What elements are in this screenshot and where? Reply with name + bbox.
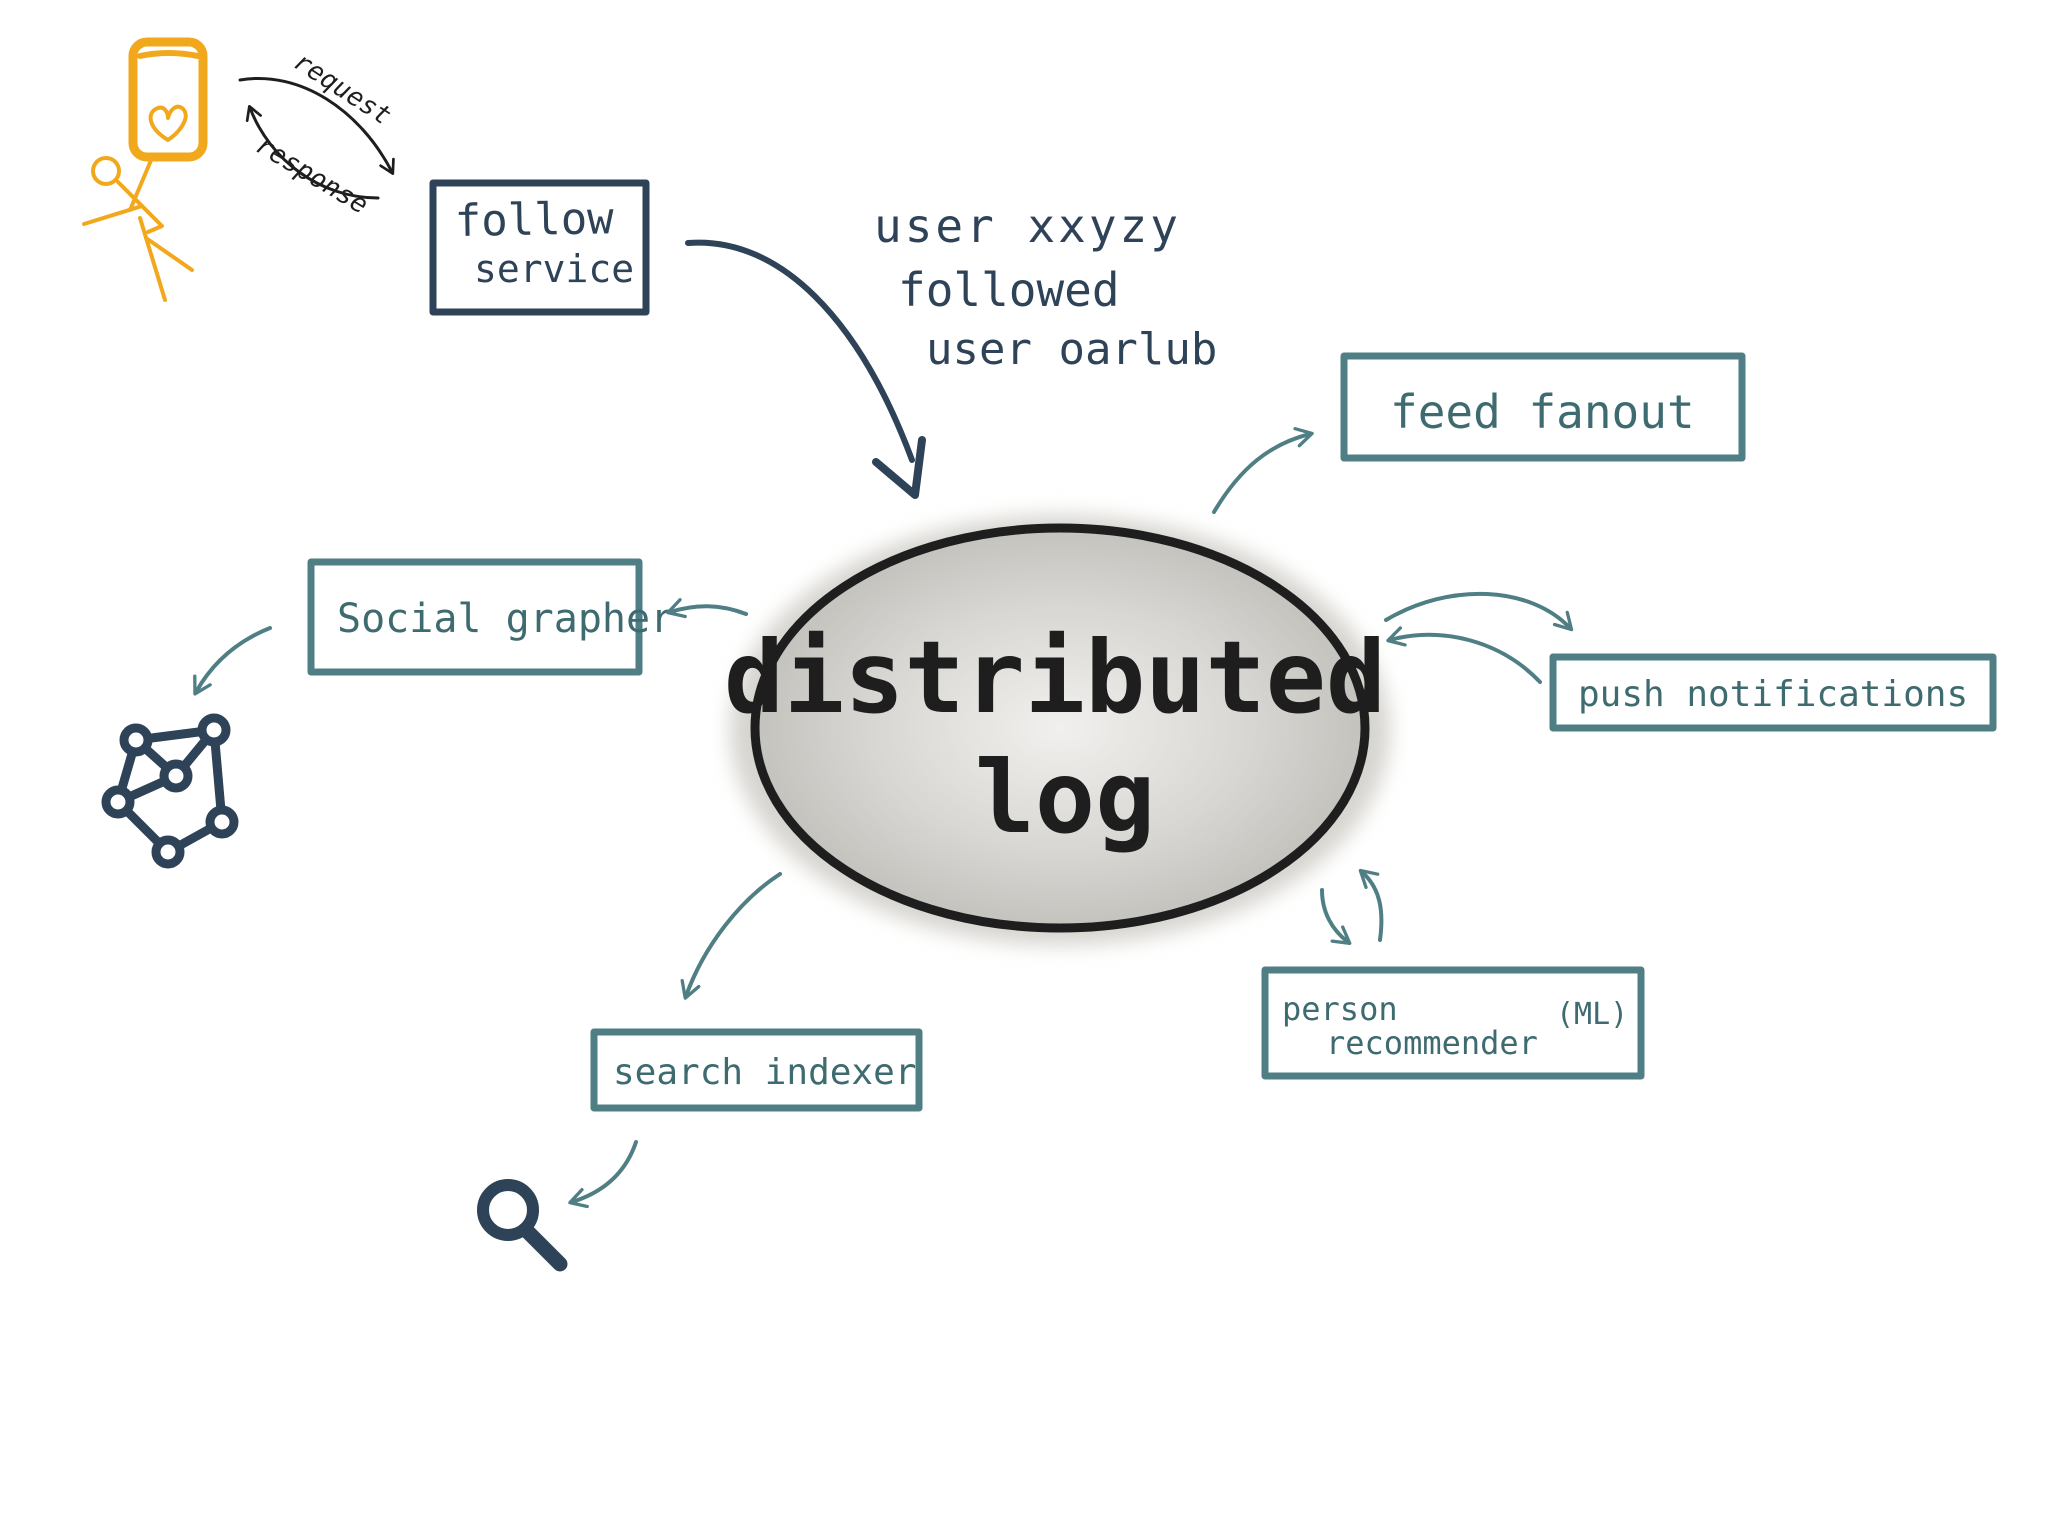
response-arrow — [245, 104, 380, 200]
arrow-to-feed-fanout — [1212, 427, 1314, 514]
request-response-arrows: request response — [238, 47, 396, 221]
arrow-to-person-recommender — [1320, 888, 1352, 945]
arrow-to-push-notifications — [1384, 591, 1574, 632]
distributed-log-node: distributed log — [724, 515, 1390, 945]
event-line3: user oarlub — [926, 324, 1217, 375]
log-title-line1: distributed — [724, 619, 1386, 736]
push-notifications-label: push notifications — [1578, 674, 1968, 715]
follow-event-arrow — [685, 239, 926, 499]
social-grapher-label: Social grapher — [337, 596, 674, 642]
response-label: response — [250, 130, 373, 220]
social-grapher-box: Social grapher — [307, 558, 674, 676]
event-message: user xxyzy followed user oarlub — [874, 199, 1217, 375]
arrow-from-push-notifications — [1386, 626, 1542, 684]
event-line2: followed — [898, 263, 1120, 317]
search-indexer-label: search indexer — [613, 1052, 916, 1093]
feed-fanout-label: feed fanout — [1390, 385, 1695, 439]
search-indexer-box: search indexer — [590, 1028, 923, 1112]
person-recommender-tag: (ML) — [1556, 997, 1628, 1032]
arrow-to-search-indexer — [680, 872, 782, 1000]
log-title-line2: log — [975, 739, 1156, 856]
event-line1: user xxyzy — [874, 199, 1181, 253]
follow-service-line2: service — [474, 247, 634, 291]
request-arrow — [238, 77, 395, 175]
graph-network-icon — [101, 713, 239, 869]
arrow-to-magnifier — [568, 1140, 638, 1209]
follow-service-line1: follow — [454, 193, 614, 247]
arrow-from-person-recommender — [1358, 868, 1384, 942]
follow-service-box: follow service — [429, 179, 650, 316]
person-recommender-line1: person — [1282, 990, 1398, 1028]
arrow-to-graph-icon — [193, 626, 272, 696]
push-notifications-box: push notifications — [1549, 653, 1997, 732]
arrow-to-social-grapher — [666, 598, 748, 619]
person-recommender-box: person recommender (ML) — [1261, 966, 1645, 1080]
feed-fanout-box: feed fanout — [1340, 352, 1746, 462]
magnifier-icon — [477, 1179, 568, 1272]
person-recommender-line2: recommender — [1326, 1024, 1538, 1062]
user-with-phone-icon — [82, 37, 208, 302]
